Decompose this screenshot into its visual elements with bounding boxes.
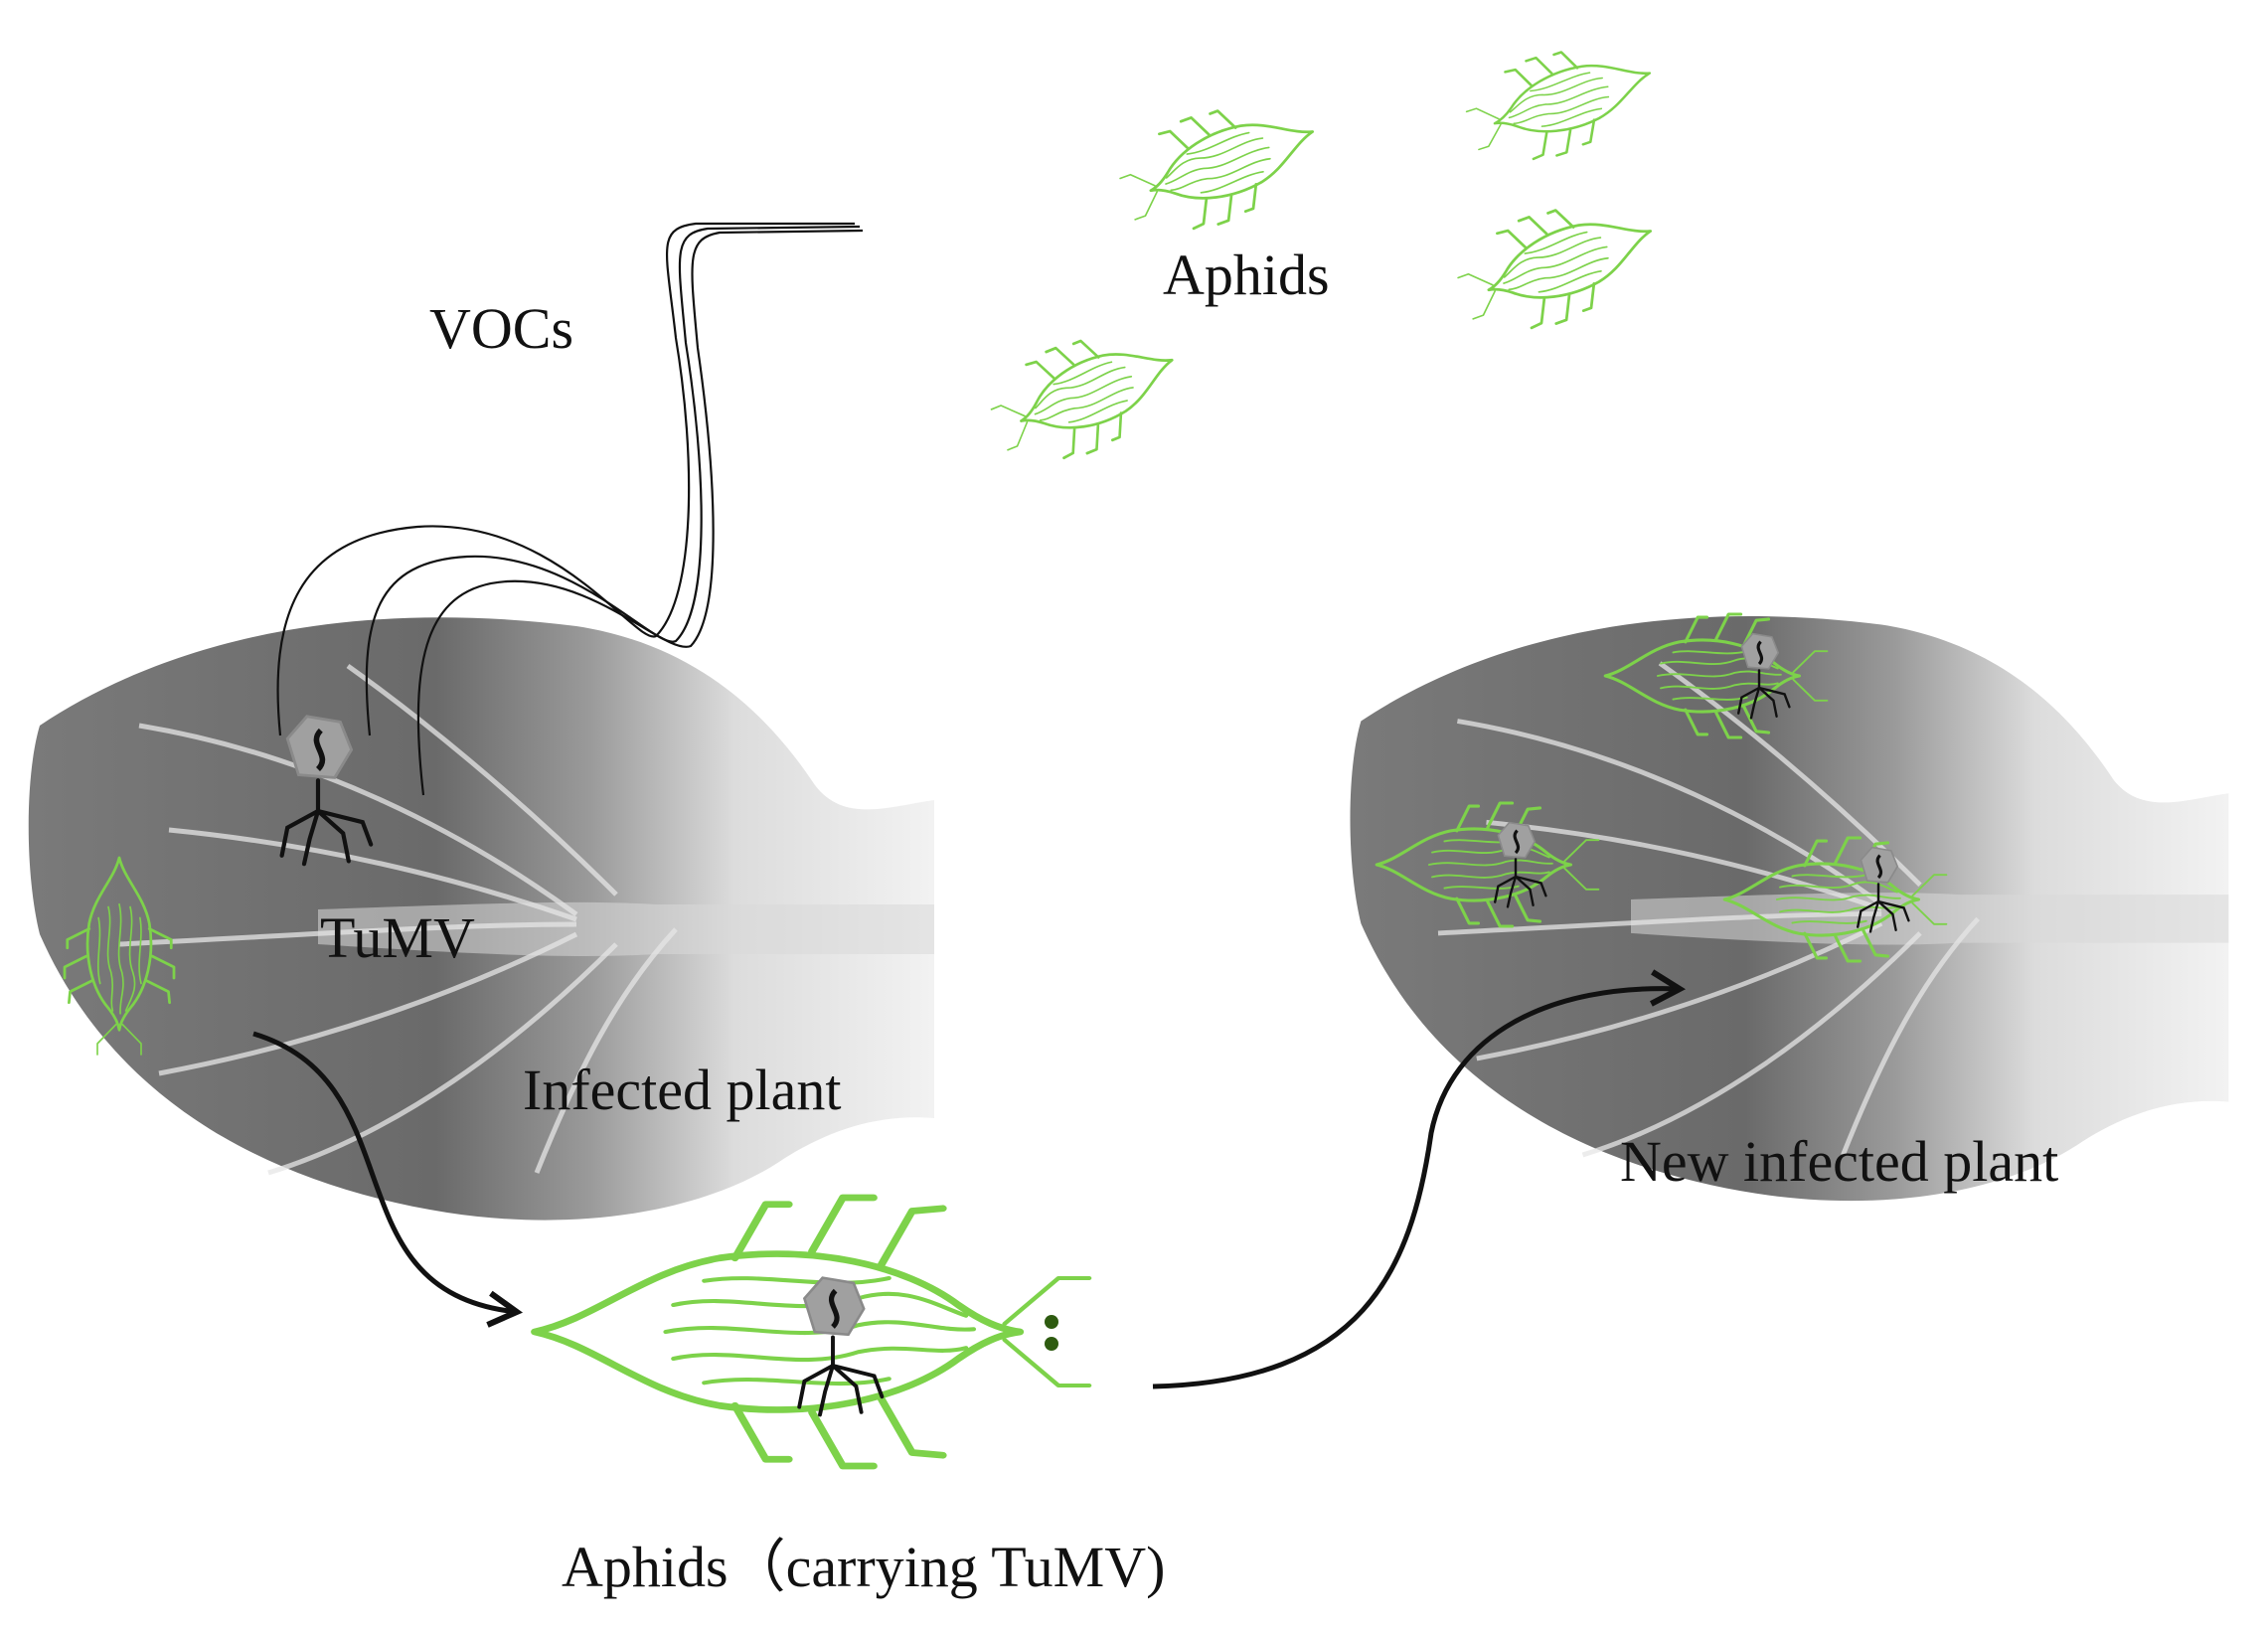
label-tumv: TuMV xyxy=(320,905,475,970)
aphid-flying-4 xyxy=(977,307,1195,482)
label-infected-plant: Infected plant xyxy=(523,1058,842,1122)
label-vocs: VOCs xyxy=(429,296,574,361)
aphid-flying-3 xyxy=(1445,178,1671,352)
aphid-flying-1 xyxy=(1107,79,1333,252)
arrow-to-new-plant xyxy=(1152,969,1687,1389)
aphid-flying-2 xyxy=(1455,24,1667,180)
tumv-virus-icon-carried xyxy=(799,1278,882,1415)
label-new-infected-plant: New infected plant xyxy=(1620,1129,2059,1194)
label-aphids: Aphids xyxy=(1163,243,1330,307)
vocs-streamers xyxy=(276,222,864,796)
infected-leaf xyxy=(29,617,934,1220)
aphid-carrying-tumv xyxy=(535,1198,1089,1466)
aphid-eye-bottom xyxy=(1045,1337,1058,1351)
aphid-eye-top xyxy=(1045,1315,1058,1329)
arrow-to-aphid xyxy=(252,1031,524,1328)
label-aphids-carrying-tumv: Aphids（carrying TuMV) xyxy=(562,1535,1166,1599)
